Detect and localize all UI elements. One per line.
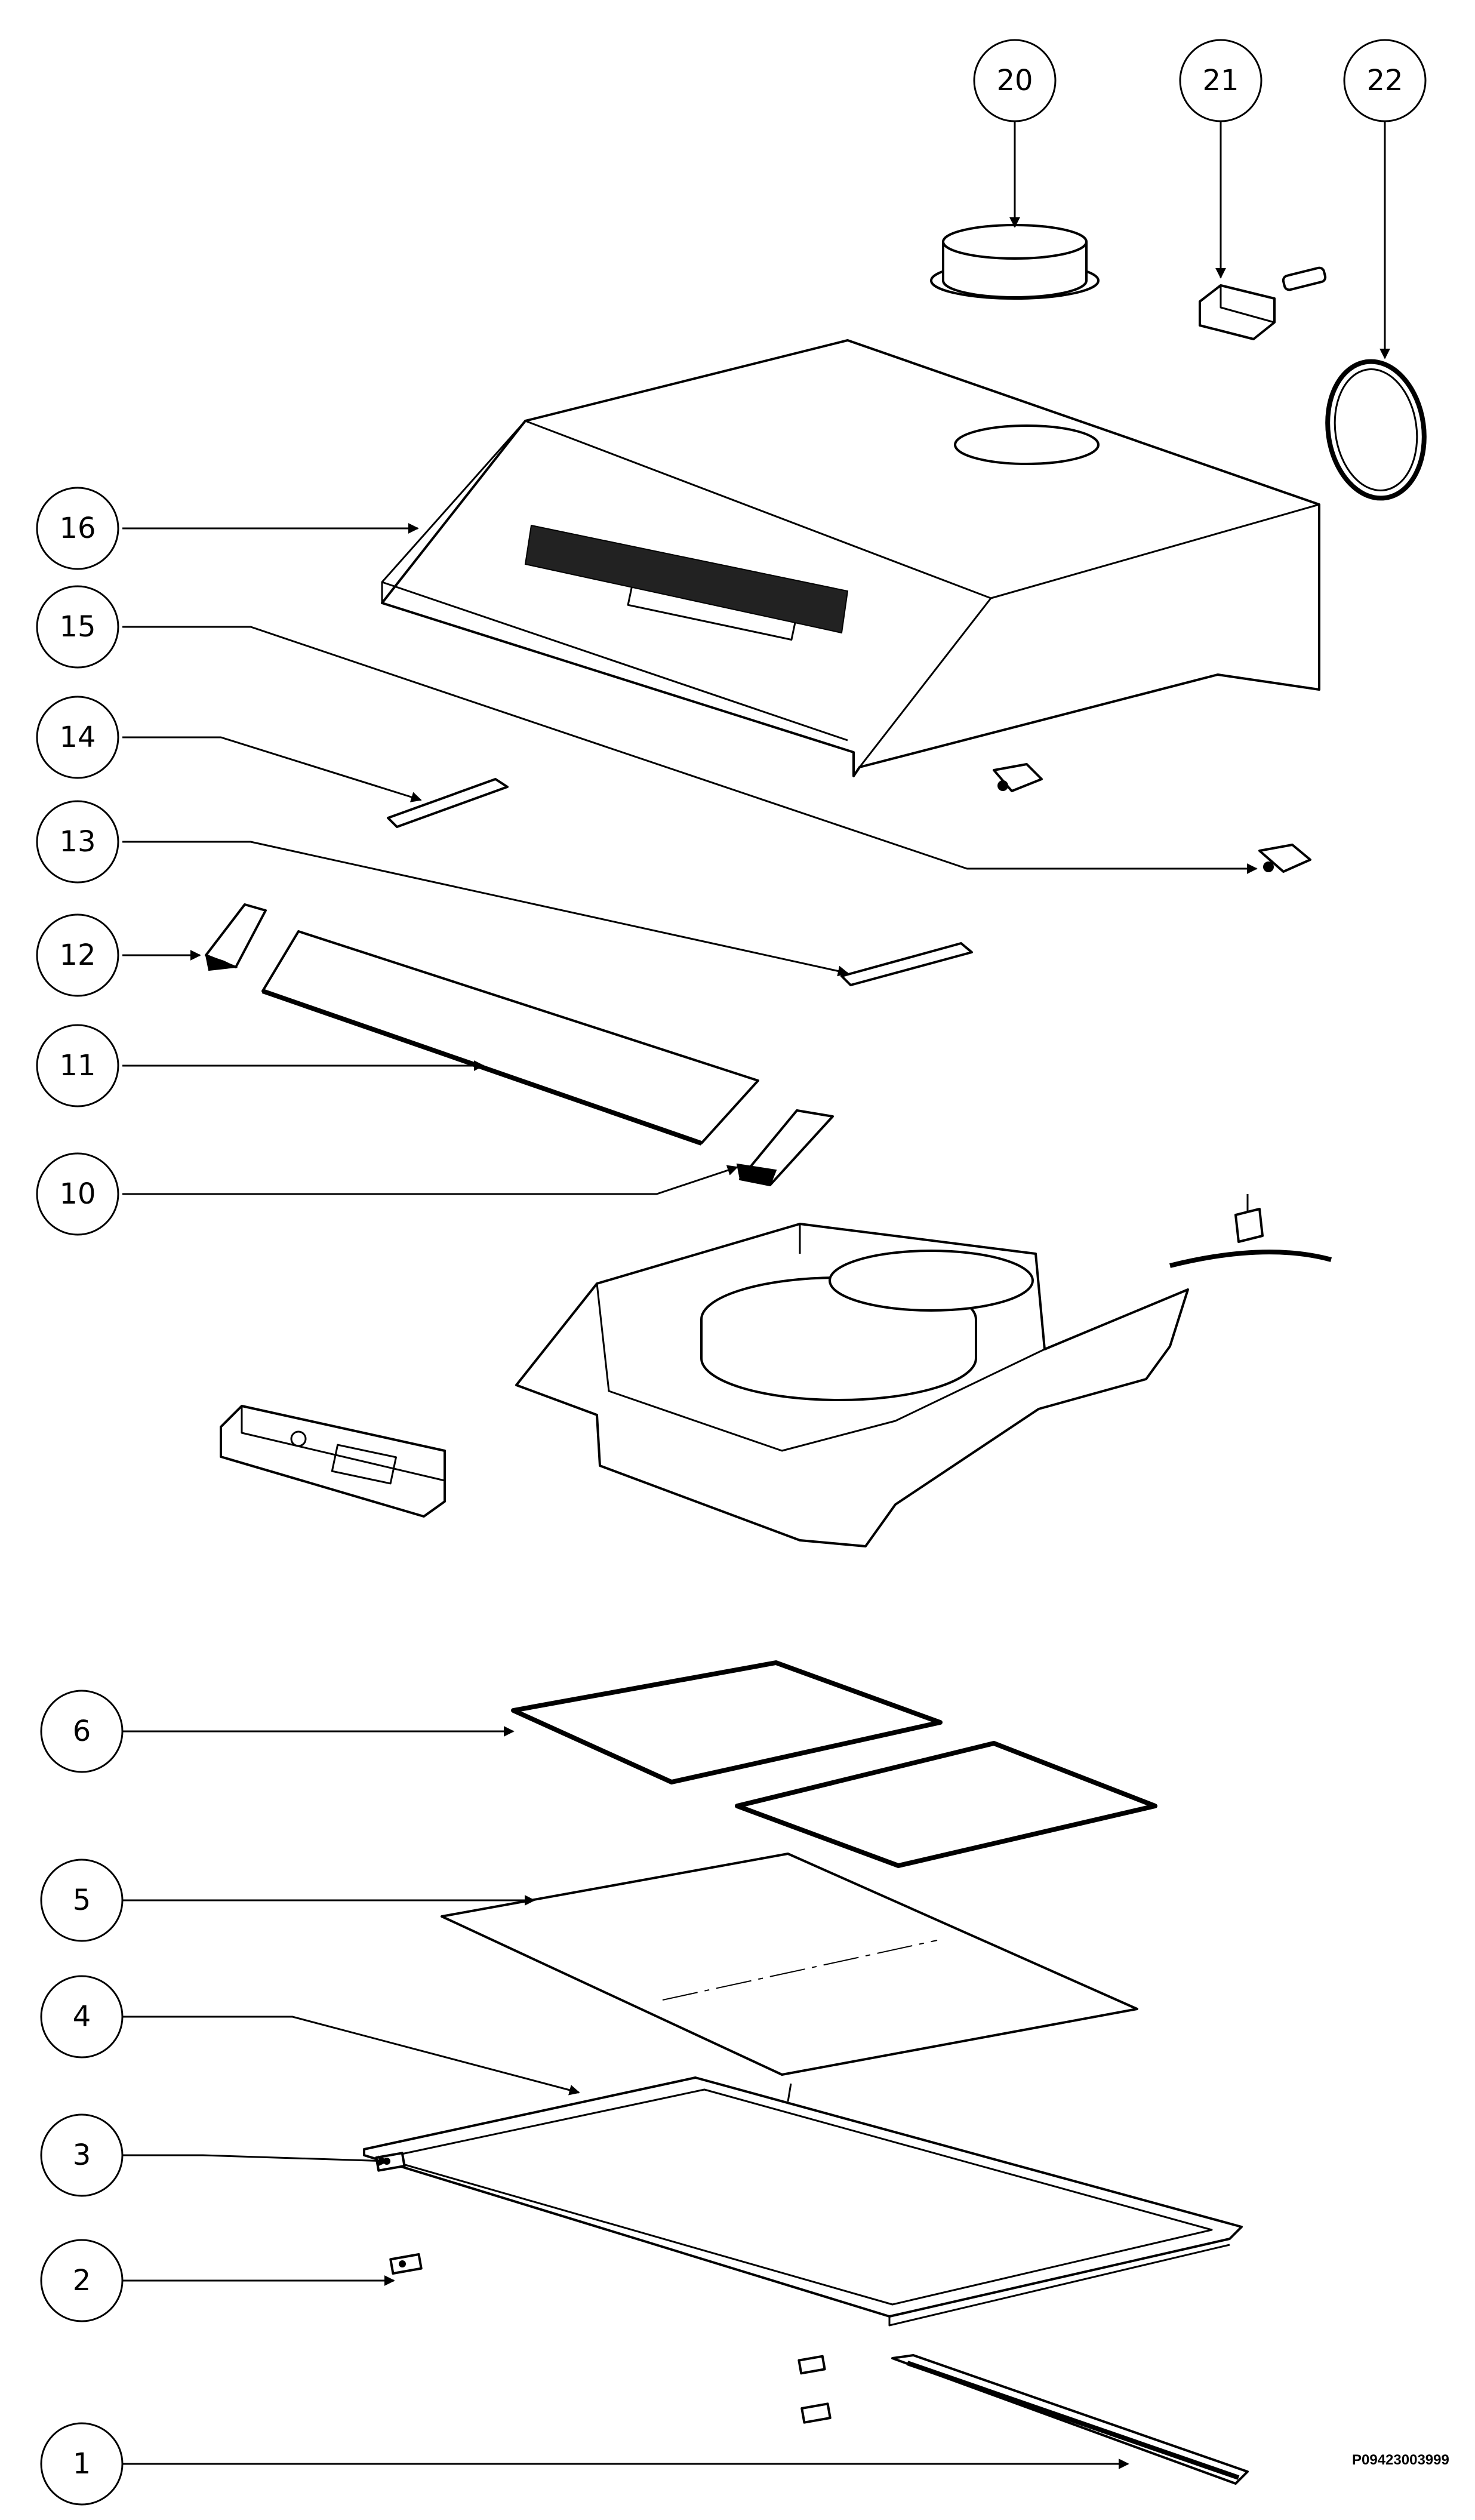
svg-text:10: 10 [59,1177,96,1211]
callout-14: 14 [36,696,119,779]
svg-text:13: 13 [59,825,96,859]
loose-clips [797,2355,832,2424]
part-16-clip [993,763,1043,792]
svg-text:21: 21 [1202,64,1239,97]
part-13-rail [840,942,973,986]
drawing-code: P09423003999 [1352,2452,1449,2468]
part-6-grease-filter-left [511,1660,943,1784]
callout-16: 16 [36,487,119,570]
callout-5: 5 [40,1859,124,1942]
callout-21: 21 [1179,39,1262,122]
callout-22: 22 [1343,39,1427,122]
part-14-rail [387,778,509,828]
part-10-bracket [736,1109,834,1186]
callout-1: 1 [40,2422,124,2506]
svg-text:2: 2 [73,2264,91,2297]
svg-text:1: 1 [73,2447,91,2481]
control-switch [220,1405,446,1518]
callout-13: 13 [36,800,119,884]
callout-15: 15 [36,585,119,669]
part-21-bracket-screw [1199,266,1327,340]
callout-20: 20 [973,39,1057,122]
part-5-filter-mat [441,1853,1138,2076]
part-12-bracket [205,903,267,971]
motor-housing [515,1194,1332,1547]
svg-text:5: 5 [73,1884,91,1917]
svg-text:14: 14 [59,721,96,754]
part-15-clip [1258,844,1311,873]
callout-4: 4 [40,1975,124,2059]
callout-3: 3 [40,2113,124,2197]
leader-lines [122,119,1390,2469]
svg-text:6: 6 [73,1715,91,1748]
svg-text:20: 20 [996,64,1033,97]
svg-text:12: 12 [59,939,96,972]
svg-text:3: 3 [73,2139,91,2172]
svg-text:11: 11 [59,1049,96,1082]
part-6-grease-filter-right [735,1741,1157,1868]
part-11-filter-panel [261,930,759,1146]
part-1-trim-strip [891,2354,1249,2485]
callout-2: 2 [40,2239,124,2322]
callout-11: 11 [36,1024,119,1107]
part-4-frame [363,2076,1243,2327]
part-20-duct-collar [930,224,1100,300]
svg-text:15: 15 [59,610,96,644]
svg-text:16: 16 [59,512,96,545]
callout-10: 10 [36,1152,119,1236]
part-22-gasket-ring [1325,359,1427,501]
svg-text:4: 4 [73,2000,91,2033]
part-2-clip [389,2253,423,2275]
part-16-hood-body [381,339,1320,777]
svg-text:22: 22 [1366,64,1403,97]
callout-6: 6 [40,1690,124,1773]
callout-12: 12 [36,913,119,997]
